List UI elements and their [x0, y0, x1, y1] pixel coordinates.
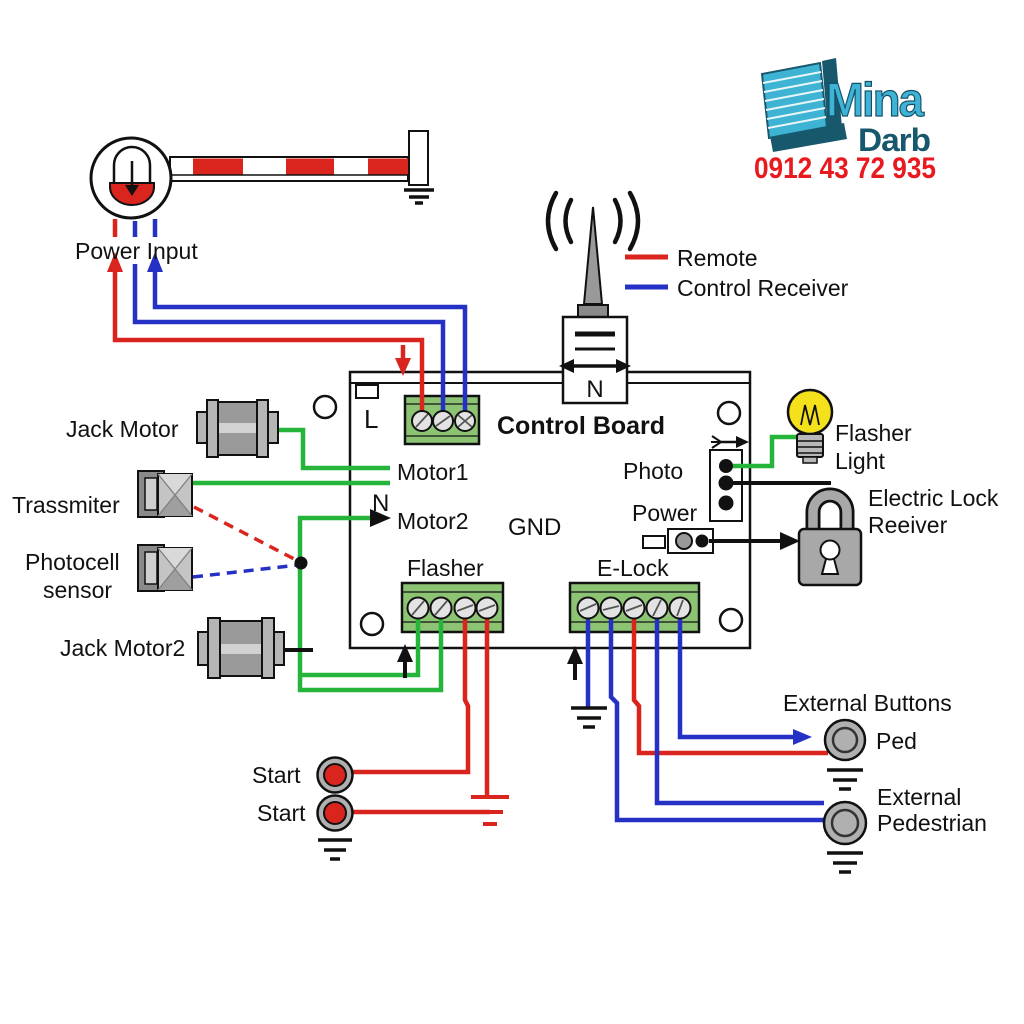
terminal-screws [406, 410, 692, 620]
right-arrow-icon [780, 532, 800, 550]
board-l-label: L [364, 404, 378, 434]
mount-hole-icon [359, 611, 385, 637]
antenna-n-label: N [586, 376, 603, 403]
trassmiter-label: Trassmiter [12, 492, 120, 518]
brand-name-bottom: Darb [858, 122, 930, 158]
labels: Power Input Jack Motor Trassmiter Photoc… [12, 238, 999, 836]
ground-icon [571, 706, 607, 729]
external-label-line1: External [877, 784, 961, 810]
photo-power-connector [642, 434, 831, 554]
elock-wires [567, 610, 828, 823]
mount-hole-icon [312, 394, 338, 420]
red-down-arrow-icon [395, 358, 411, 376]
jack-motor-label: Jack Motor [66, 416, 179, 442]
flasher-light-label-line2: Light [835, 448, 885, 474]
board-title: Control Board [497, 412, 665, 440]
pedestrian-button [822, 800, 868, 874]
ground-icon [318, 838, 352, 861]
mount-hole-icon [718, 607, 744, 633]
start2-label: Start [257, 800, 306, 826]
flasher-label: Flasher [407, 555, 484, 581]
brand-logo: Mina Darb 0912 43 72 935 [754, 58, 936, 185]
ground-icon [471, 795, 509, 826]
gnd-label: GND [508, 514, 561, 541]
external-label-line2: Pedestrian [877, 810, 987, 836]
ped-label: Ped [876, 728, 917, 754]
blue-right-arrow-icon [793, 729, 812, 745]
electric-lock-label-line1: Electric Lock [868, 485, 999, 511]
legend-remote-label: Remote [677, 245, 758, 271]
trassmiter-icon [137, 470, 193, 518]
ground-icon [827, 768, 863, 791]
ped-button [823, 718, 867, 791]
start1-label: Start [252, 762, 301, 788]
brand-phone: 0912 43 72 935 [754, 152, 936, 185]
flasher-light-label-line1: Flasher [835, 420, 912, 446]
legend-receiver-label: Control Receiver [677, 275, 849, 301]
brand-name-top: Mina [826, 73, 925, 126]
power-input-label: Power Input [75, 238, 198, 264]
power-label: Power [632, 500, 698, 526]
up-arrow-icon [397, 644, 413, 662]
jack-motor2-label: Jack Motor2 [60, 635, 185, 661]
photocell-sensor-icon [137, 544, 193, 592]
start-button-1 [316, 756, 354, 794]
mount-hole-icon [716, 400, 742, 426]
photocell-label-line1: Photocell [25, 549, 120, 575]
jack-motor-icon [196, 399, 279, 458]
motor2-arrow-icon [370, 509, 391, 527]
ground-icon [827, 851, 863, 874]
electric-lock-label-line2: Reeiver [868, 512, 948, 538]
board-n-label: N [372, 490, 389, 517]
electric-lock-icon [797, 487, 863, 587]
barrier-gate-icon [89, 130, 434, 220]
flasher-light-icon [786, 388, 834, 464]
junction-dot [294, 556, 308, 570]
motor1-label: Motor1 [397, 459, 469, 485]
external-buttons-label: External Buttons [783, 690, 952, 716]
flasher-wires [353, 610, 509, 826]
elock-label: E-Lock [597, 555, 669, 581]
motor-green-wires [192, 427, 444, 693]
up-arrow-icon [567, 646, 583, 664]
photocell-label-line2: sensor [43, 577, 112, 603]
start-button-2 [316, 794, 354, 861]
photo-label: Photo [623, 458, 683, 484]
power-input-wires [107, 219, 468, 414]
jack-motor2-icon [197, 617, 285, 679]
remote-dashed-lines [192, 505, 308, 579]
ground-icon [404, 188, 434, 205]
motor2-label: Motor2 [397, 508, 469, 534]
antenna-icon [545, 190, 641, 405]
legend: Remote Control Receiver [625, 245, 849, 301]
right-arrow-icon [736, 436, 749, 448]
